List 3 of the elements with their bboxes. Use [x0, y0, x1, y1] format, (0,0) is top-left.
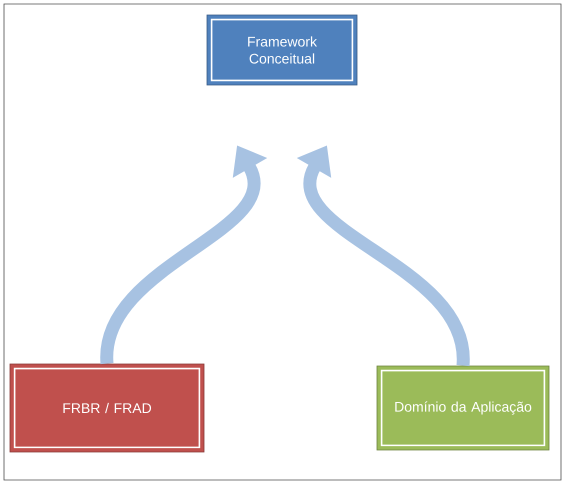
process-box: Domínio da Aplicação — [376, 366, 550, 450]
process-box: Framework Conceitual — [206, 14, 358, 86]
process-box: FRBR / FRAD — [10, 364, 204, 452]
